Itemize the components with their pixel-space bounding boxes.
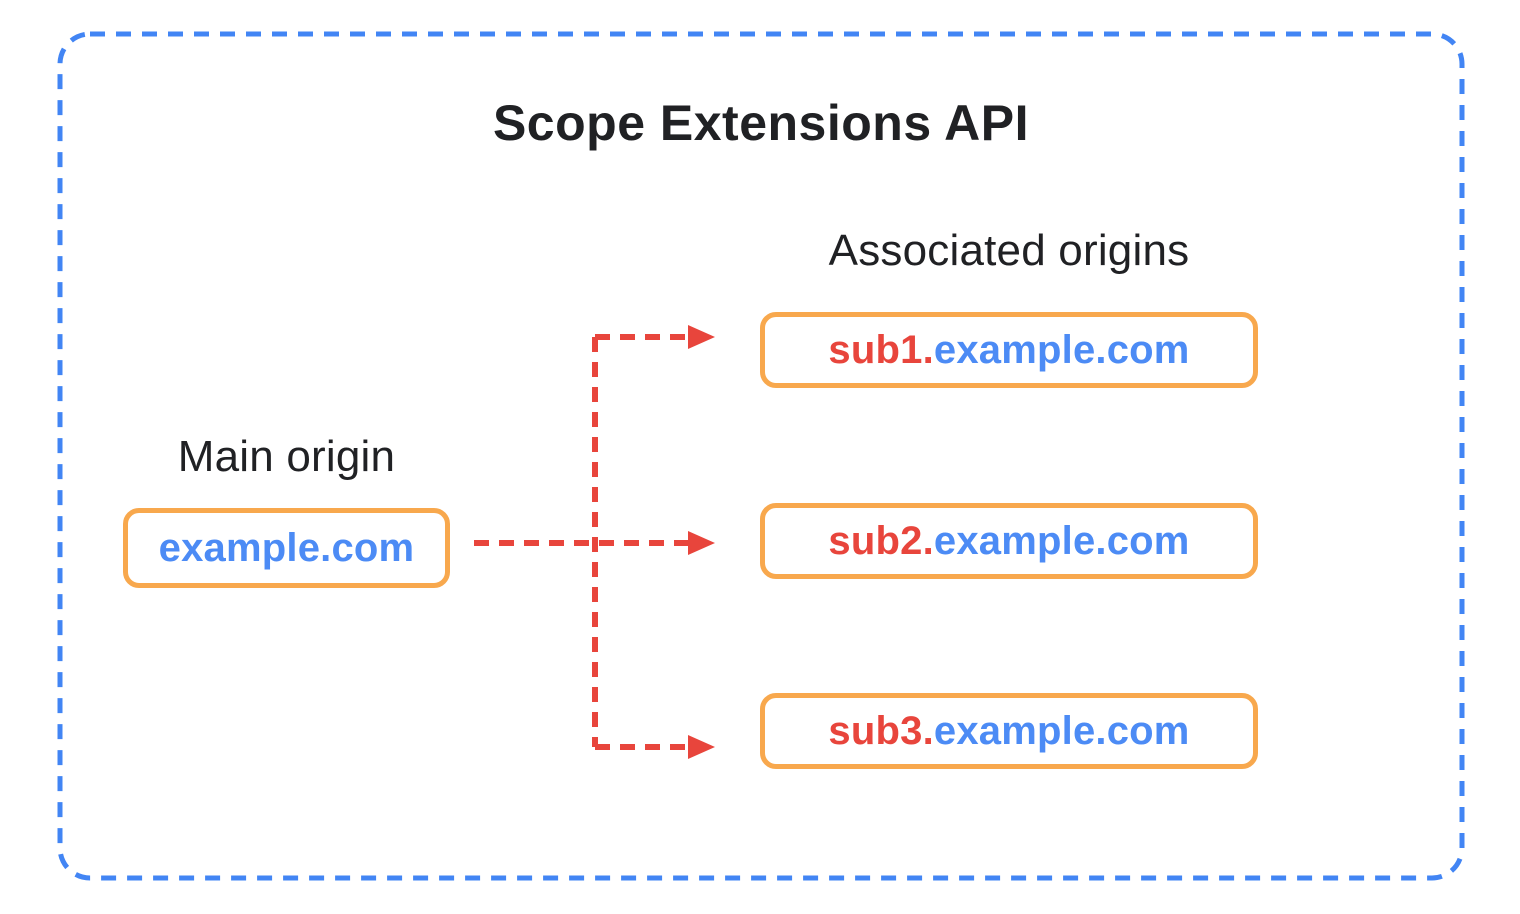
main-origin-domain: example.com [158,525,415,570]
associated-origins-label: Associated origins [828,226,1190,275]
associated-origin-box-sub3: sub3.example.com [760,693,1258,769]
diagram-title: Scope Extensions API [492,95,1030,151]
sub2-domain-text: example.com [933,518,1190,563]
sub1-subdomain-text: sub1. [828,327,934,372]
arrowhead-sub1 [688,325,715,349]
associated-origin-box-sub2: sub2.example.com [760,503,1258,579]
sub3-subdomain-text: sub3. [828,708,934,753]
main-origin-label: Main origin [177,432,396,481]
associated-origin-box-sub1: sub1.example.com [760,312,1258,388]
sub2-subdomain-text: sub2. [828,518,934,563]
arrowhead-sub3 [688,735,715,759]
sub1-domain-text: example.com [933,327,1190,372]
main-origin-box: example.com [123,508,450,588]
sub3-domain-text: example.com [933,708,1190,753]
arrowhead-sub2 [688,531,715,555]
